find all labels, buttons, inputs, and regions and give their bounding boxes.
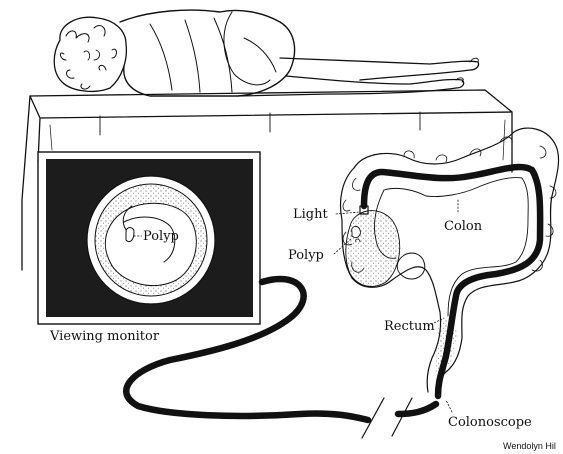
polyp-in-view — [126, 228, 134, 242]
leader-colonoscope — [446, 400, 452, 412]
label-colonoscope: Colonoscope — [448, 415, 532, 430]
label-viewing-monitor: Viewing monitor — [49, 329, 160, 344]
cecum — [346, 211, 400, 287]
polyp — [352, 226, 361, 237]
label-light: Light — [293, 207, 328, 222]
label-polyp: Polyp — [288, 248, 324, 263]
label-rectum: Rectum — [384, 319, 435, 334]
label-colon: Colon — [444, 219, 483, 234]
leader-light — [336, 212, 360, 214]
viewing-monitor: Polyp — [38, 152, 260, 324]
patient-figure — [54, 10, 478, 96]
label-polyp-on-screen: Polyp — [143, 229, 179, 244]
artist-credit: Wendolyn Hil — [503, 441, 556, 451]
